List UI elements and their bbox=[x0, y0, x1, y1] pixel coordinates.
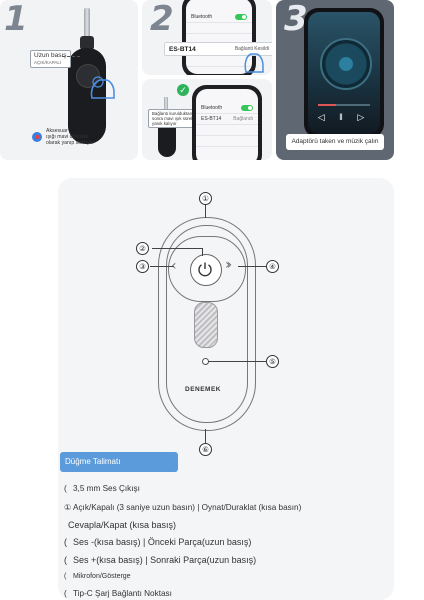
callout-2-line-down bbox=[202, 248, 203, 256]
es-bt14-name: ES-BT14 bbox=[169, 45, 196, 53]
checkmark-icon: ✓ bbox=[177, 84, 189, 96]
callout-6-line bbox=[205, 429, 206, 443]
album-art-disc bbox=[320, 38, 372, 90]
connected-callout-line1: Bağlantı kurulduktan bbox=[152, 111, 193, 116]
legend-item-7-text: Tip-C Şarj Bağlantı Noktası bbox=[73, 589, 172, 598]
callout-3-number: ③ bbox=[136, 260, 149, 273]
callout-6-number: ⑥ bbox=[199, 443, 212, 456]
power-button-circle bbox=[190, 254, 222, 286]
callout-4-number: ④ bbox=[266, 260, 279, 273]
hand-press-icon bbox=[90, 76, 115, 99]
legend-item-4-text: Ses -(kısa basış) | Önceki Parça(uzun ba… bbox=[73, 537, 252, 547]
audio-jack-icon: ( bbox=[64, 484, 67, 493]
es-bt14-device-row: ES-BT14 Bağlanti Kesildi bbox=[164, 42, 272, 56]
connected-device-name: ES-BT14 bbox=[201, 116, 222, 122]
legend-item-6-text: Mikrofon/Gösterge bbox=[73, 573, 131, 580]
microphone-icon: ( bbox=[64, 573, 67, 580]
volume-down-icon: ( bbox=[64, 537, 67, 547]
bluetooth-toggle-row-2: Bluetooth bbox=[196, 103, 258, 114]
step-3-caption: Adaptörü taken ve müzik çalın bbox=[291, 138, 379, 145]
control-ring bbox=[168, 236, 246, 302]
es-bt14-status: Bağlanti Kesildi bbox=[234, 46, 269, 52]
audio-jack-plug bbox=[84, 8, 90, 38]
step-3-number: 3 bbox=[284, 0, 308, 39]
phone-bluetooth-settings: Bluetooth bbox=[182, 0, 256, 75]
settings-row-blank-1 bbox=[186, 23, 252, 34]
connected-device-status: Bağlandı bbox=[233, 116, 253, 122]
step-3-caption-box: Adaptörü taken ve müzik çalın bbox=[286, 134, 384, 150]
step-2b-panel: ✓ Bağlantı kurulduktan sonra mavi ışık s… bbox=[142, 79, 272, 160]
step-1-number: 1 bbox=[4, 0, 28, 39]
callout-5-line bbox=[208, 361, 266, 362]
settings-row-blank-6 bbox=[196, 136, 258, 147]
callout-2-line bbox=[152, 248, 202, 249]
callout-blue-line1: Aksesuar bbox=[46, 128, 68, 134]
legend-item-1-text: 3,5 mm Ses Çıkışı bbox=[73, 484, 140, 493]
legend-item-7: ( Tip-C Şarj Bağlantı Noktası bbox=[64, 589, 172, 598]
phone-connected-screen: Bluetooth ES-BT14 Bağlandı bbox=[196, 89, 258, 160]
legend-title-badge: Düğme Talimatı bbox=[60, 452, 178, 472]
step-2-panel: 2 Bluetooth ES-BT14 Bağlanti Kesildi bbox=[142, 0, 272, 75]
blue-light-indicator-icon bbox=[32, 132, 42, 142]
callout-2-number: ② bbox=[136, 242, 149, 255]
callout-4-line bbox=[238, 266, 266, 267]
playback-controls: ◁ ‖ ▷ bbox=[317, 112, 371, 122]
power-number-icon: ① bbox=[64, 503, 72, 512]
progress-bar-fill bbox=[318, 104, 337, 106]
connected-device-row: ES-BT14 Bağlandı bbox=[196, 114, 258, 125]
callout-5-number: ⑤ bbox=[266, 355, 279, 368]
adapter-outline-inner bbox=[166, 225, 248, 423]
legend-item-6: ( Mikrofon/Gösterge bbox=[64, 573, 131, 580]
usb-c-icon: ( bbox=[64, 589, 67, 598]
settings-row-blank-5 bbox=[196, 125, 258, 136]
callout-blue-line2: ışığı mavi dönüşte bbox=[46, 134, 89, 140]
callout-1-line bbox=[205, 204, 206, 218]
legend-item-5-text: Ses +(kısa basış) | Sonraki Parça(uzun b… bbox=[73, 555, 257, 565]
power-icon bbox=[198, 262, 212, 277]
tap-hand-icon bbox=[244, 53, 264, 73]
music-player-screen: ◁ ‖ ▷ bbox=[308, 12, 380, 134]
audio-jack-plug-2 bbox=[164, 97, 168, 113]
bluetooth-toggle-row: Bluetooth bbox=[186, 12, 252, 23]
bluetooth-row-label-2: Bluetooth bbox=[201, 105, 223, 111]
callout-blue-line3: olarak yanıp sönüyor bbox=[46, 140, 95, 146]
bluetooth-toggle bbox=[235, 14, 247, 20]
step-3-panel: 3 ◁ ‖ ▷ Adaptörü taken ve müzik çalın bbox=[276, 0, 394, 160]
blue-light-callout: Aksesuar ışığı mavi dönüşte olarak yanıp… bbox=[46, 128, 94, 146]
legend-item-3: Cevapla/Kapat (kısa basış) bbox=[68, 520, 176, 530]
connected-callout-line3: yanık kalıyor bbox=[152, 121, 177, 126]
legend-item-3-text: Cevapla/Kapat (kısa basış) bbox=[68, 520, 177, 530]
callout-3-line bbox=[150, 266, 174, 267]
volume-up-chevron-icon: ›› bbox=[225, 257, 232, 273]
step-2-number: 2 bbox=[150, 0, 174, 39]
phone-connected-settings: Bluetooth ES-BT14 Bağlandı bbox=[192, 85, 262, 160]
bluetooth-toggle-2 bbox=[241, 105, 253, 111]
callout-power-text: AÇIK/KAPALI bbox=[34, 60, 62, 65]
power-button bbox=[76, 64, 100, 88]
mic-grille bbox=[194, 302, 218, 348]
long-press-leader-line bbox=[62, 56, 80, 57]
long-press-callout: Uzun basış AÇIK/KAPALI bbox=[30, 50, 71, 68]
legend-title: Düğme Talimatı bbox=[65, 457, 121, 466]
legend-item-4: ( Ses -(kısa basış) | Önceki Parça(uzun b… bbox=[64, 537, 251, 547]
phone-music-player: ◁ ‖ ▷ bbox=[304, 8, 384, 138]
brand-label: DENEMEK bbox=[185, 386, 222, 393]
jack-collar bbox=[80, 36, 94, 50]
legend-item-2-text: Açık/Kapalı (3 saniye uzun basın) | Oyna… bbox=[73, 503, 302, 512]
connected-callout-line2: sonra mavi ışık sürekli bbox=[152, 116, 196, 121]
bluetooth-row-label: Bluetooth bbox=[191, 14, 213, 20]
callout-long-press-text: Uzun basış bbox=[34, 52, 67, 59]
progress-bar bbox=[318, 104, 370, 106]
step-1-panel: 1 Uzun basış AÇIK/KAPALI Aksesuar ışığı … bbox=[0, 0, 138, 160]
volume-up-icon: ( bbox=[64, 555, 67, 565]
legend-item-5: ( Ses +(kısa basış) | Sonraki Parça(uzun … bbox=[64, 555, 256, 565]
legend-item-1: (3,5 mm Ses Çıkışı bbox=[64, 484, 140, 493]
callout-1-number: ① bbox=[199, 192, 212, 205]
settings-row-blank-4 bbox=[186, 56, 252, 67]
